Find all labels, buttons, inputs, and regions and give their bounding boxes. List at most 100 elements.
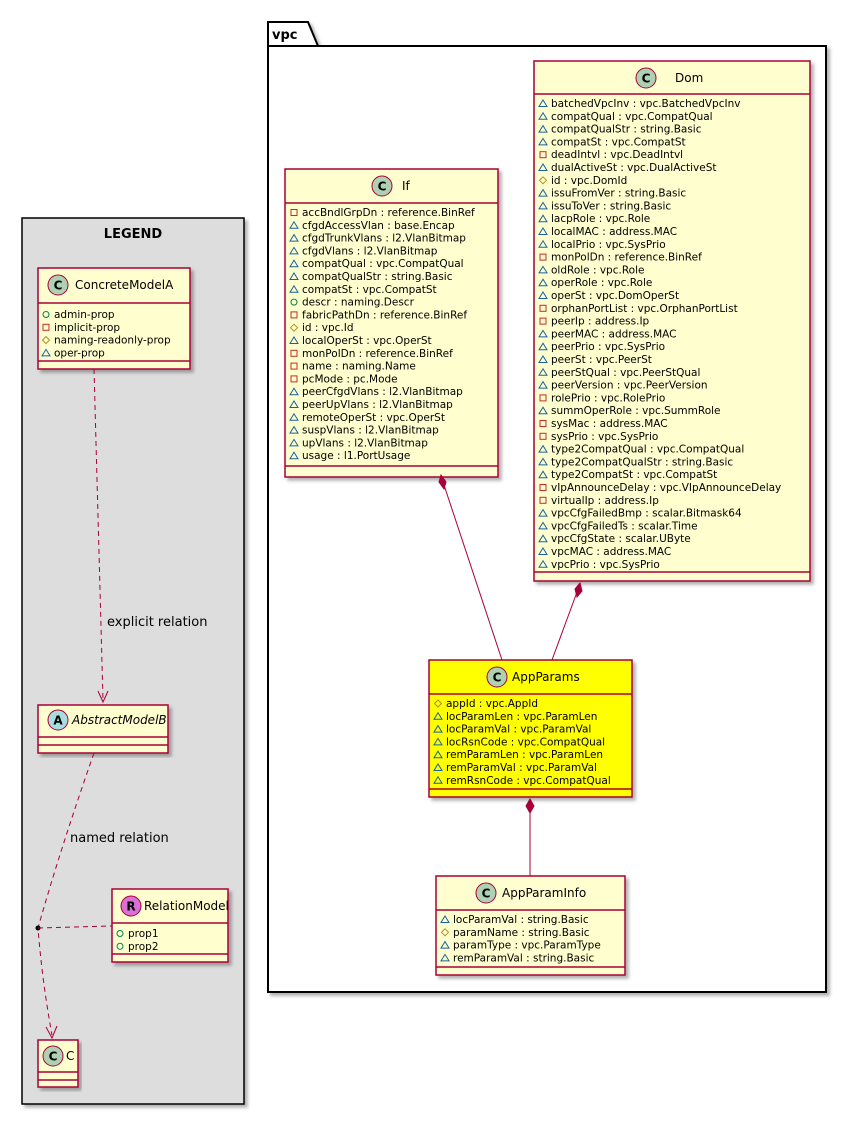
package-visibility-icon — [538, 137, 548, 146]
package-visibility-icon — [538, 124, 548, 133]
protected-visibility-icon — [440, 928, 450, 937]
package-visibility-icon — [538, 227, 548, 235]
attribute-text: peerIp : address.Ip — [551, 316, 650, 328]
attribute-text: locRsnCode : vpc.CompatQual — [446, 736, 605, 748]
class-attributes: accBndlGrpDn : reference.BinRefcfgdAcces… — [289, 207, 475, 462]
package-visibility-icon — [538, 470, 548, 479]
package-visibility-icon — [538, 355, 548, 363]
package-visibility-icon — [538, 457, 548, 466]
package-visibility-icon — [289, 425, 299, 434]
package-visibility-icon — [538, 367, 548, 376]
attribute-text: localMAC : address.MAC — [551, 226, 677, 238]
package-visibility-icon — [538, 239, 548, 248]
attribute-row: batchedVpcInv : vpc.BatchedVpcInv — [538, 98, 740, 110]
attribute-text: operSt : vpc.DomOperSt — [551, 290, 679, 302]
class-attributes: batchedVpcInv : vpc.BatchedVpcInvcompatQ… — [538, 98, 781, 571]
attribute-text: name : naming.Name — [302, 361, 416, 373]
attribute-text: accBndlGrpDn : reference.BinRef — [302, 207, 475, 219]
attribute-row: paramType : vpc.ParamType — [440, 940, 601, 952]
package-visibility-icon — [538, 188, 548, 197]
private-visibility-icon — [539, 496, 547, 504]
attribute-text: sysMac : address.MAC — [551, 418, 668, 430]
package-visibility-icon — [289, 246, 299, 255]
attribute-row: pcMode : pc.Mode — [290, 373, 398, 385]
package-visibility-icon — [538, 265, 548, 274]
private-visibility-icon — [290, 362, 298, 370]
attribute-row: peerSt : vpc.PeerSt — [538, 354, 652, 366]
private-visibility-icon — [42, 323, 50, 331]
attribute-row: issuToVer : string.Basic — [538, 200, 671, 212]
attribute-row: peerMAC : address.MAC — [538, 328, 676, 340]
attribute-row: localMAC : address.MAC — [538, 226, 677, 238]
package-visibility-icon — [289, 412, 299, 421]
attribute-row: remParamLen : vpc.ParamLen — [433, 749, 603, 761]
attribute-row: paramName : string.Basic — [440, 927, 590, 939]
package-visibility-icon — [433, 775, 443, 784]
public-visibility-icon — [116, 930, 124, 937]
package-visibility-icon — [538, 329, 548, 338]
attribute-text: type2CompatQual : vpc.CompatQual — [551, 444, 744, 456]
protected-visibility-icon — [433, 699, 443, 708]
attribute-row: vpcMAC : address.MAC — [538, 546, 671, 558]
class-appparams[interactable]: C AppParams appId : vpc.AppIdlocParamLen… — [428, 659, 633, 798]
attribute-row: cfgdAccessVlan : base.Encap — [289, 220, 455, 232]
protected-visibility-icon — [538, 176, 548, 185]
private-visibility-icon — [539, 317, 547, 325]
class-appparaminfo[interactable]: C AppParamInfo locParamVal : string.Basi… — [435, 875, 626, 976]
private-visibility-icon — [539, 484, 547, 491]
legend-c-class[interactable]: C C — [37, 1039, 79, 1088]
attribute-row: localOperSt : vpc.OperSt — [289, 335, 432, 347]
package-visibility-icon — [538, 534, 548, 543]
package-visibility-icon — [433, 763, 443, 771]
attribute-row: vpcCfgFailedTs : scalar.Time — [538, 520, 698, 532]
class-stereotype-icon — [486, 666, 508, 688]
private-visibility-icon — [539, 394, 547, 402]
class-dom[interactable]: C Dom batchedVpcInv : vpc.BatchedVpcInvc… — [533, 60, 811, 582]
public-visibility-icon — [42, 311, 50, 318]
private-visibility-icon — [290, 209, 298, 216]
legend-abstract-class[interactable]: A AbstractModelB — [37, 704, 169, 754]
class-if[interactable]: C If accBndlGrpDn : reference.BinRefcfgd… — [284, 168, 499, 478]
attribute-text: prop2 — [128, 941, 159, 953]
attribute-row: locParamVal : string.Basic — [440, 914, 589, 926]
attribute-text: cfgdAccessVlan : base.Encap — [302, 220, 455, 232]
attribute-row: compatQual : vpc.CompatQual — [538, 111, 713, 123]
legend-concrete-class[interactable]: C ConcreteModelA admin-propimplicit-prop… — [37, 267, 191, 370]
package-visibility-icon — [440, 915, 450, 923]
package-visibility-icon — [289, 438, 299, 447]
package-visibility-icon — [289, 387, 299, 396]
private-visibility-icon — [290, 349, 298, 357]
attribute-row: deadIntvl : vpc.DeadIntvl — [539, 149, 683, 161]
attribute-row: peerStQual : vpc.PeerStQual — [538, 367, 700, 379]
attribute-text: monPolDn : reference.BinRef — [302, 348, 453, 360]
attribute-row: operRole : vpc.Role — [538, 277, 652, 289]
attribute-text: upVlans : l2.VlanBitmap — [302, 437, 428, 449]
attribute-text: pcMode : pc.Mode — [302, 373, 398, 385]
attribute-text: remParamVal : string.Basic — [453, 952, 594, 964]
attribute-text: issuFromVer : string.Basic — [551, 188, 686, 200]
class-name: ConcreteModelA — [75, 278, 174, 292]
attribute-text: peerStQual : vpc.PeerStQual — [551, 367, 700, 379]
explicit-relation-edge: explicit relation — [93, 368, 207, 704]
attribute-row: rolePrio : vpc.RolePrio — [539, 392, 665, 404]
attribute-text: vpcCfgFailedBmp : scalar.Bitmask64 — [551, 508, 742, 520]
attribute-text: compatQual : vpc.CompatQual — [551, 111, 713, 123]
legend-title: LEGEND — [104, 227, 163, 242]
relation-stereotype-letter: R — [126, 900, 135, 914]
attribute-row: oper-prop — [41, 347, 105, 359]
package-visibility-icon — [538, 291, 548, 299]
class-stereotype-icon — [475, 882, 497, 904]
attribute-text: cfgdVlans : l2.VlanBitmap — [302, 245, 438, 257]
attribute-text: monPolDn : reference.BinRef — [551, 252, 702, 264]
attribute-row: descr : naming.Descr — [290, 297, 415, 309]
attribute-row: vpcPrio : vpc.SysPrio — [538, 559, 660, 571]
package-visibility-icon — [538, 278, 548, 287]
attribute-row: orphanPortList : vpc.OrphanPortList — [539, 303, 738, 315]
attribute-text: vpcCfgFailedTs : scalar.Time — [551, 520, 698, 532]
attribute-row: compatQual : vpc.CompatQual — [289, 258, 464, 270]
composition-if-appparams — [438, 473, 503, 661]
attribute-row: compatQualStr : string.Basic — [289, 271, 453, 283]
attribute-row: compatSt : vpc.CompatSt — [289, 284, 437, 296]
